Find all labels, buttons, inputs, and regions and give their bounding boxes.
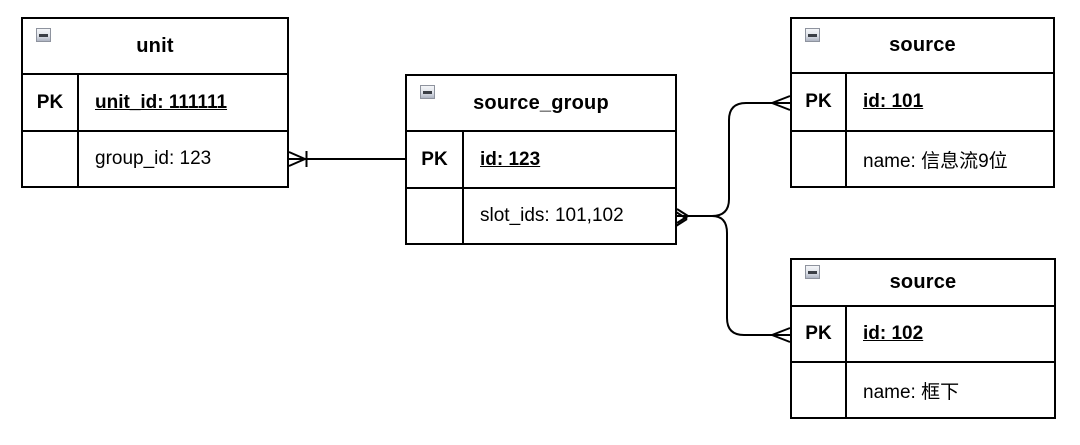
table-row[interactable]: name: 信息流9位 — [792, 132, 1053, 186]
relation-source-group-to-source-101[interactable] — [675, 95, 791, 227]
pk-value-cell: unit_id: 111111 — [95, 91, 228, 113]
table-header[interactable]: source_group — [407, 76, 675, 132]
pk-value-cell: id: 101 — [863, 91, 924, 112]
table-row[interactable]: PK id: 102 — [792, 307, 1054, 363]
table-header[interactable]: unit — [23, 19, 287, 75]
table-row[interactable]: PK unit_id: 111111 — [23, 75, 287, 132]
minus-icon — [39, 33, 48, 37]
table-row[interactable]: PK id: 101 — [792, 74, 1053, 132]
key-cell — [407, 189, 464, 243]
pk-key-cell: PK — [407, 132, 464, 187]
key-cell — [792, 132, 847, 186]
minus-icon — [808, 33, 817, 37]
relation-unit-to-source-group[interactable] — [288, 151, 405, 167]
pk-key-cell: PK — [23, 75, 79, 130]
minus-icon — [423, 90, 432, 94]
value-cell: group_id: 123 — [95, 148, 212, 169]
minus-icon — [808, 270, 817, 274]
entity-table-source-group[interactable]: source_group PK id: 123 slot_ids: 101,10… — [405, 74, 677, 245]
table-row[interactable]: group_id: 123 — [23, 132, 287, 186]
table-row[interactable]: PK id: 123 — [407, 132, 675, 189]
pk-value-cell: id: 123 — [480, 148, 541, 170]
relation-source-group-to-source-102[interactable] — [677, 215, 791, 343]
entity-table-unit[interactable]: unit PK unit_id: 111111 group_id: 123 — [21, 17, 289, 188]
collapse-icon[interactable] — [420, 85, 435, 99]
entity-table-source-101[interactable]: source PK id: 101 name: 信息流9位 — [790, 17, 1055, 188]
collapse-icon[interactable] — [36, 28, 51, 42]
key-cell — [792, 363, 847, 417]
key-cell — [23, 132, 79, 186]
table-row[interactable]: slot_ids: 101,102 — [407, 189, 675, 243]
table-title: unit — [136, 34, 174, 57]
value-cell: slot_ids: 101,102 — [480, 205, 624, 226]
table-header[interactable]: source — [792, 19, 1053, 74]
pk-key-cell: PK — [792, 307, 847, 361]
collapse-icon[interactable] — [805, 265, 820, 279]
table-title: source — [889, 34, 956, 56]
table-title: source_group — [473, 91, 609, 114]
value-cell: name: 信息流9位 — [863, 150, 1008, 172]
table-header[interactable]: source — [792, 260, 1054, 307]
entity-table-source-102[interactable]: source PK id: 102 name: 框下 — [790, 258, 1056, 419]
pk-key-cell: PK — [792, 74, 847, 130]
collapse-icon[interactable] — [805, 28, 820, 42]
table-title: source — [889, 271, 957, 293]
value-cell: name: 框下 — [863, 381, 960, 403]
table-row[interactable]: name: 框下 — [792, 363, 1054, 417]
pk-value-cell: id: 102 — [863, 323, 924, 344]
